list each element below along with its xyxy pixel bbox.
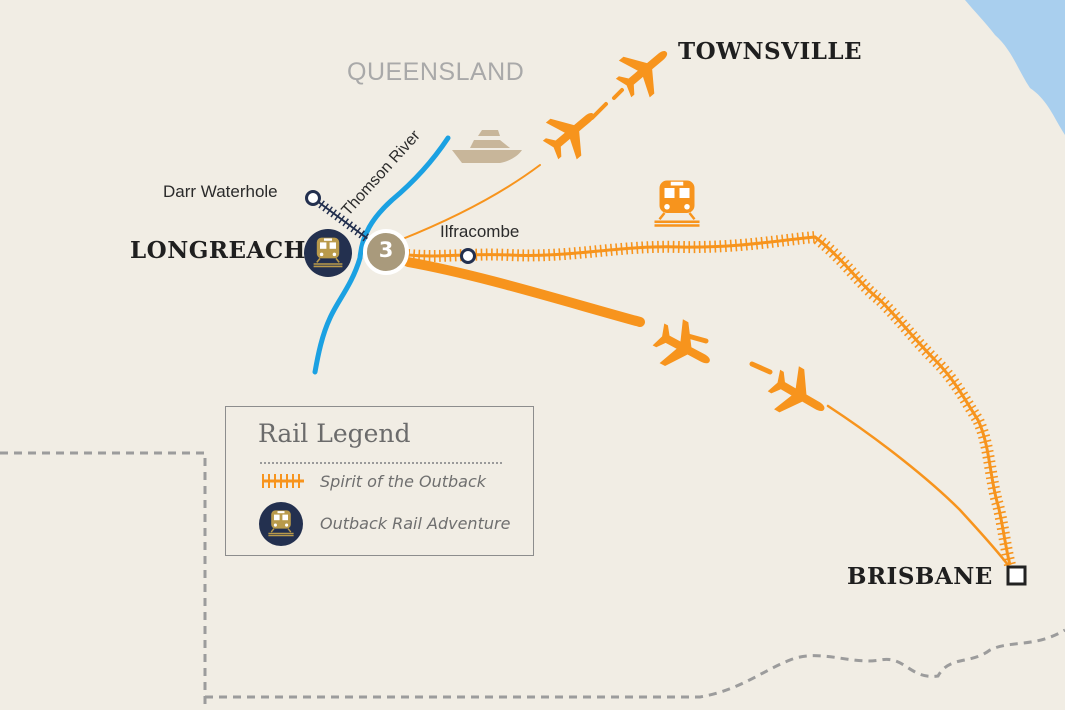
outback-rail-adventure-line (310, 194, 379, 249)
plane-icon (535, 95, 609, 169)
brisbane-marker (1006, 565, 1027, 586)
darr-waterhole-marker (305, 190, 321, 206)
brisbane-label: BRISBANE (847, 563, 993, 590)
outback-rail-adventure-icon (304, 229, 352, 277)
flight-route-townsville (399, 88, 624, 241)
legend-title: Rail Legend (258, 419, 411, 448)
stop-number: 3 (378, 238, 394, 262)
ilfracombe-marker (460, 248, 476, 264)
stop-3-marker (363, 229, 409, 275)
state-borders (0, 451, 1065, 710)
plane-icon (646, 312, 722, 384)
legend-item-outback-rail-adventure: Outback Rail Adventure (320, 514, 511, 533)
spirit-of-the-outback-line (407, 230, 1016, 567)
train-icon (653, 179, 701, 227)
legend-divider (260, 462, 502, 464)
region-label: QUEENSLAND (347, 58, 525, 86)
outback-rail-adventure-icon (259, 502, 303, 546)
darr-waterhole-label: Darr Waterhole (163, 182, 278, 201)
ilfracombe-label: Ilfracombe (440, 222, 520, 241)
townsville-label: TOWNSVILLE (678, 38, 863, 65)
boat-icon (452, 130, 522, 163)
rail-legend: Rail Legend Spirit of the Outback Outbac… (225, 406, 534, 556)
legend-item-spirit-of-the-outback: Spirit of the Outback (320, 472, 487, 491)
coral-sea (965, 0, 1065, 135)
longreach-label: LONGREACH (130, 237, 306, 264)
plane-icon (761, 359, 837, 431)
flight-route-brisbane (403, 257, 1010, 567)
spirit-of-the-outback-icon (262, 474, 304, 488)
thomson-river (312, 135, 451, 375)
